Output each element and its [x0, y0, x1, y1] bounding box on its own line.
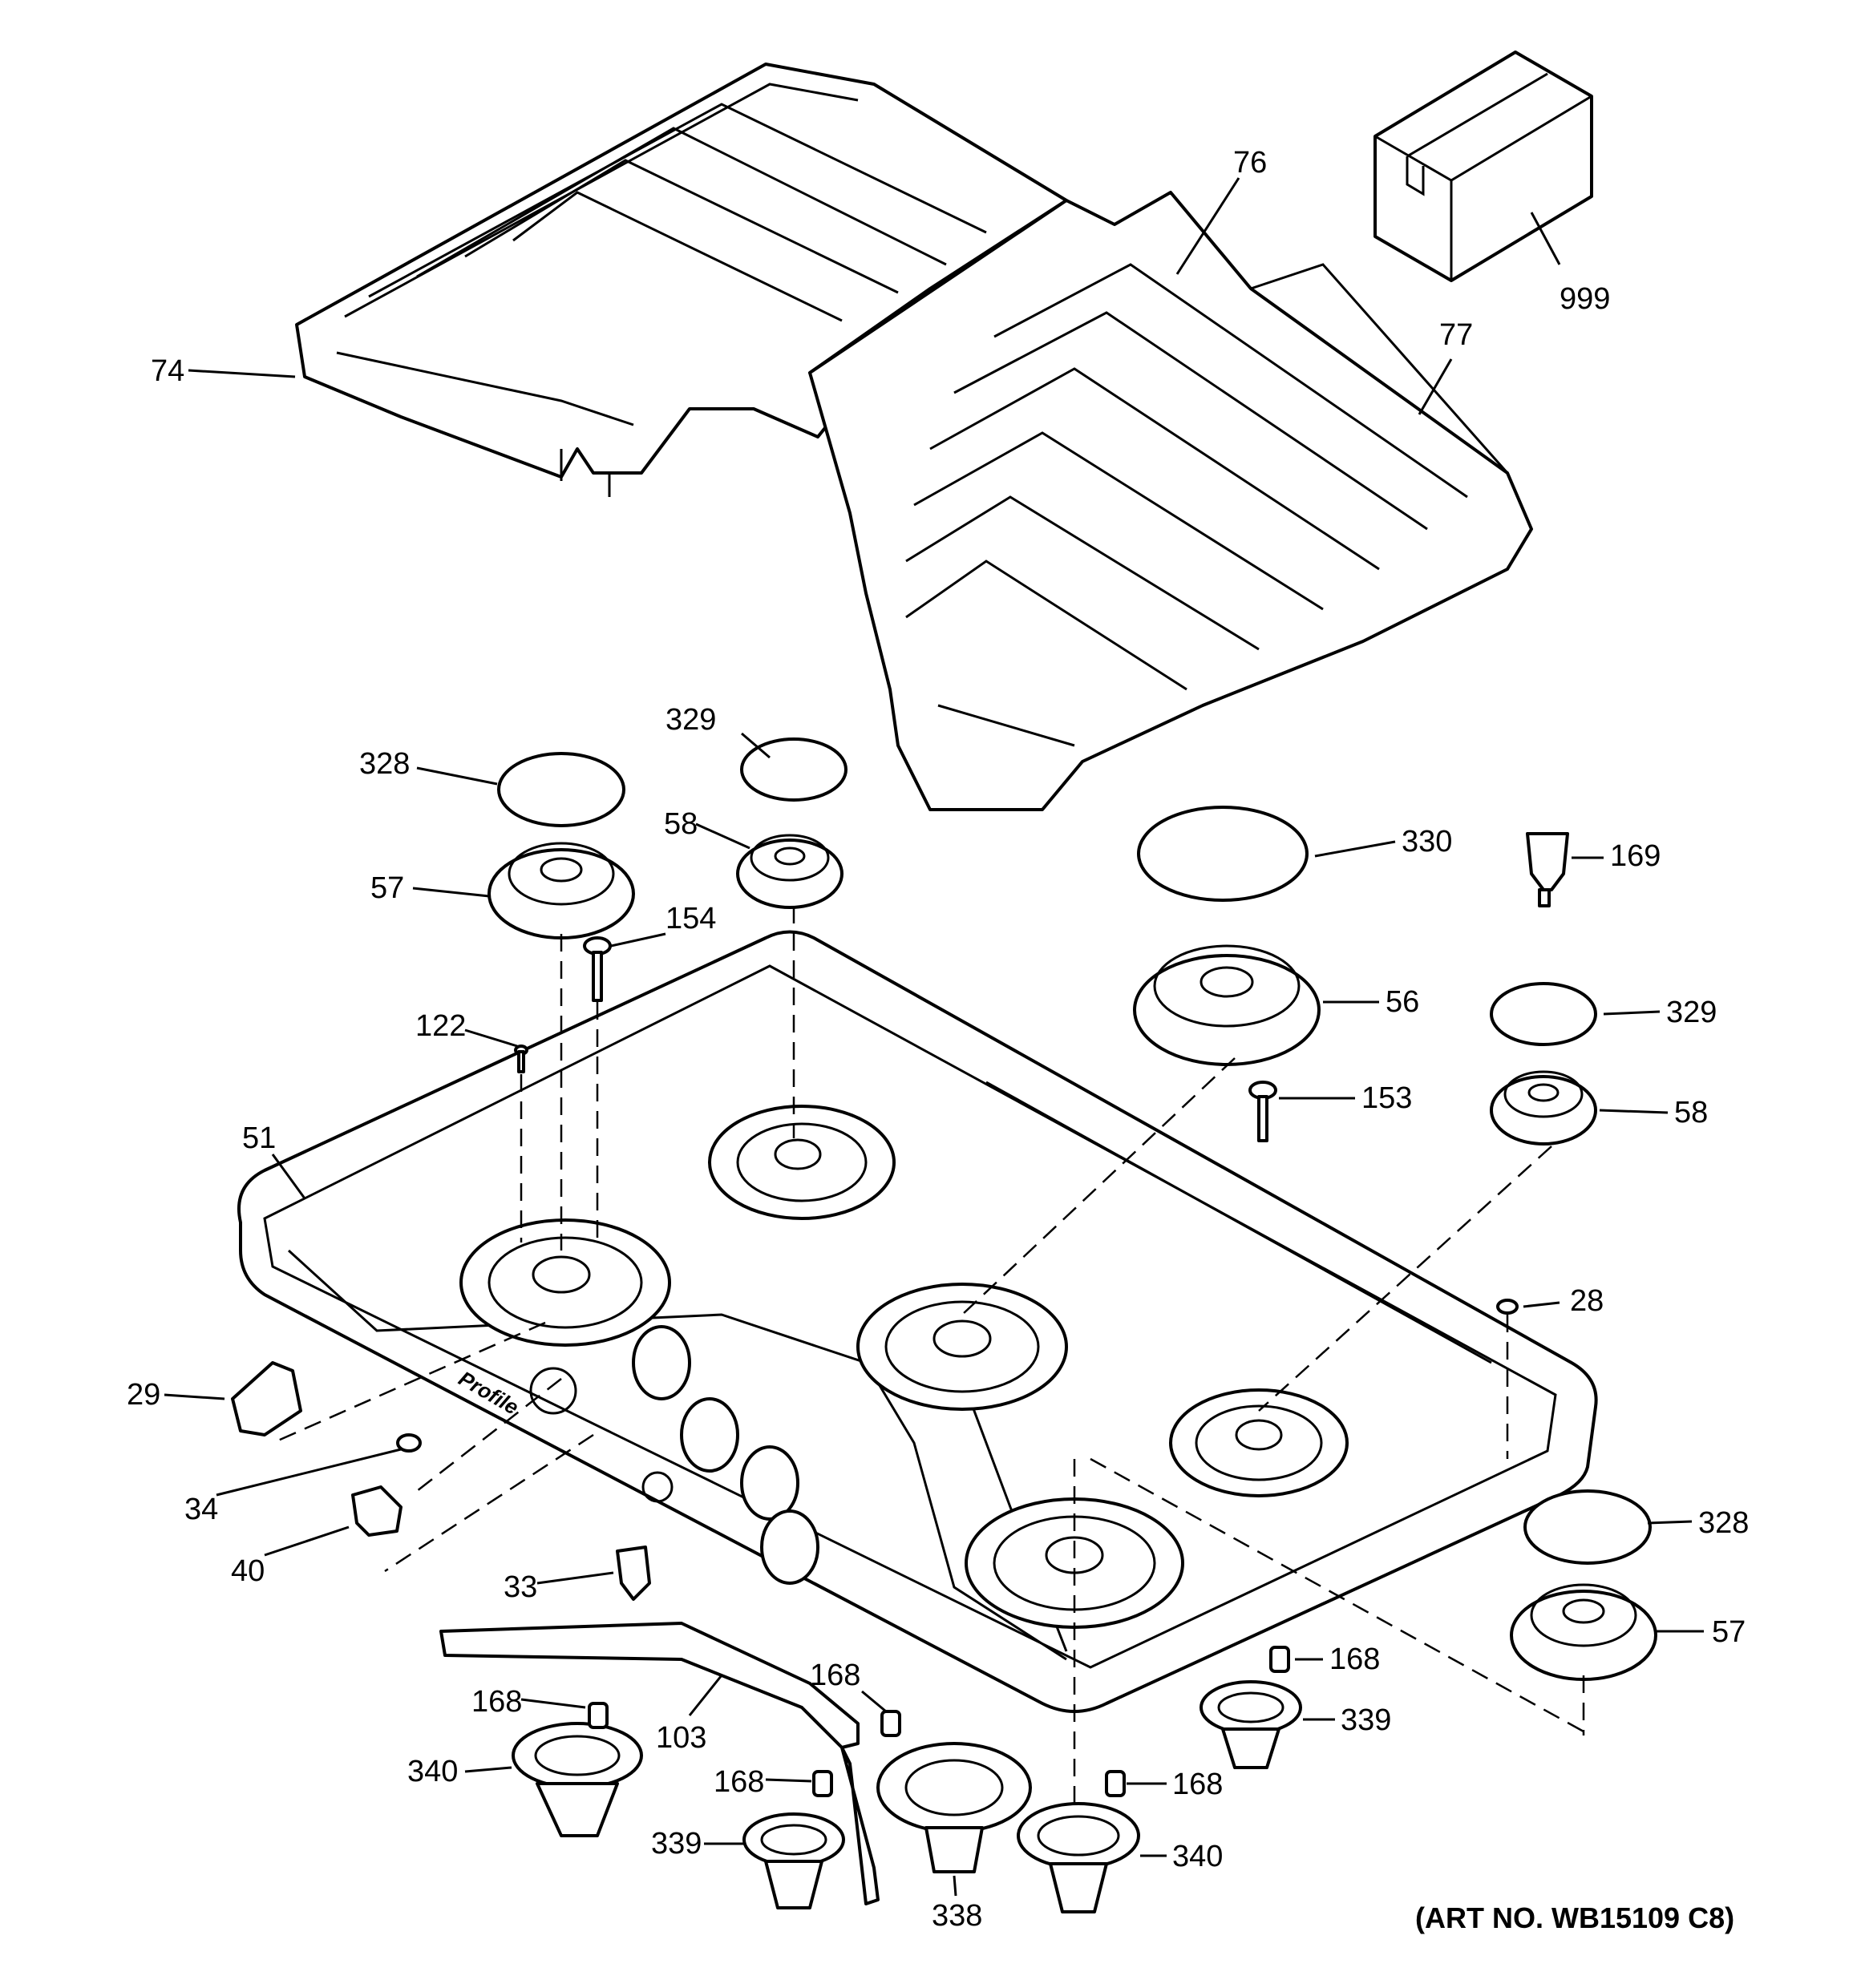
burner-head-57-top: [487, 842, 635, 939]
callout-328-top: 328: [359, 747, 410, 781]
callout-33: 33: [504, 1570, 537, 1604]
callout-56: 56: [1386, 985, 1419, 1019]
callout-339-right: 339: [1341, 1703, 1391, 1737]
callout-168-e: 168: [1172, 1768, 1223, 1801]
callout-338: 338: [932, 1899, 982, 1933]
holder-340-right: [1017, 1802, 1140, 1913]
callout-340-right: 340: [1172, 1840, 1223, 1873]
callout-77: 77: [1439, 318, 1473, 352]
burner-base-center: [856, 1283, 1068, 1411]
leader-lines: [164, 177, 1704, 1897]
callout-74: 74: [151, 354, 184, 388]
screw-122: [514, 1045, 528, 1073]
left-grate: [295, 63, 1068, 497]
burner-base-left-rear: [708, 1105, 896, 1220]
burner-base-right-rear: [1169, 1388, 1349, 1497]
callout-329-right: 329: [1666, 996, 1717, 1029]
alignment-lines: [272, 906, 1585, 1804]
right-grate: [808, 191, 1533, 811]
holder-338: [876, 1742, 1032, 1873]
callout-339-left: 339: [651, 1827, 702, 1861]
burner-head-57-right: [1510, 1583, 1657, 1681]
burner-head-58-top: [736, 834, 843, 909]
callout-57-top: 57: [370, 871, 404, 905]
knob-40: [351, 1485, 403, 1537]
cap-328-top: [497, 752, 625, 827]
plug-28: [1496, 1299, 1519, 1315]
callout-34: 34: [184, 1493, 218, 1526]
callout-329-top: 329: [665, 703, 716, 737]
callout-58-top: 58: [664, 807, 698, 841]
callout-328-right: 328: [1698, 1506, 1749, 1540]
callout-122: 122: [415, 1009, 466, 1043]
callout-28: 28: [1570, 1284, 1604, 1318]
burner-head-58-right: [1490, 1070, 1597, 1146]
bracket-103: [439, 1622, 880, 1905]
knob-29: [231, 1361, 302, 1436]
clip-33: [616, 1546, 651, 1601]
burner-head-56: [1133, 944, 1321, 1066]
callout-57-right: 57: [1712, 1615, 1746, 1649]
package-box: [1373, 51, 1593, 282]
callout-168-d: 168: [714, 1765, 764, 1799]
callout-103: 103: [656, 1721, 706, 1755]
cap-329-right: [1490, 982, 1597, 1046]
plug-34: [396, 1433, 422, 1453]
clips-168: [588, 1646, 1290, 1797]
callout-168-a: 168: [471, 1685, 522, 1719]
callout-168-b: 168: [810, 1659, 860, 1692]
callout-999: 999: [1560, 282, 1610, 316]
art-number-note: (ART NO. WB15109 C8): [1415, 1901, 1734, 1934]
callout-51: 51: [242, 1121, 276, 1155]
callout-40: 40: [231, 1554, 265, 1588]
callout-169: 169: [1610, 839, 1661, 873]
control-knobs: [529, 1325, 819, 1585]
holder-339-left: [742, 1812, 845, 1909]
holder-340-left: [512, 1722, 643, 1837]
igniter-169: [1526, 832, 1569, 907]
screw-154: [583, 936, 612, 1002]
screw-153: [1248, 1081, 1277, 1142]
callout-154: 154: [665, 902, 716, 935]
callout-58-right: 58: [1674, 1096, 1708, 1129]
callout-76: 76: [1233, 146, 1267, 180]
cap-330: [1137, 806, 1309, 902]
callout-340-left: 340: [407, 1755, 458, 1788]
burner-base-left-front: [459, 1218, 671, 1347]
callout-29: 29: [127, 1378, 160, 1412]
callout-330: 330: [1402, 825, 1452, 859]
callout-153: 153: [1361, 1081, 1412, 1115]
holder-339-right: [1200, 1680, 1302, 1769]
callout-labels: 74 76 77 999 328 329 58 57 154 122 330 1…: [127, 146, 1749, 1933]
cap-328-right: [1523, 1489, 1652, 1565]
callout-168-c: 168: [1329, 1643, 1380, 1676]
